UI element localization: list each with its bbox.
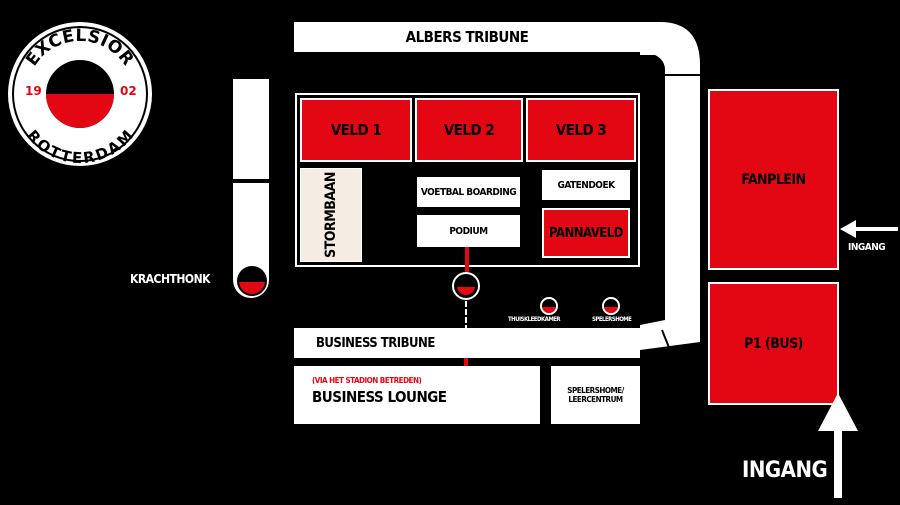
krachthonk-label: KRACHTHONK [130,272,210,286]
podium-label: PODIUM [449,225,488,237]
walkway-curve [640,22,700,351]
p1-bus-label: P1 (BUS) [744,335,803,352]
veld-3[interactable]: VELD 3 [526,98,636,162]
pannaveld-label: PANNAVELD [549,225,623,241]
veld-1[interactable]: VELD 1 [300,98,412,162]
left-walkway [233,79,269,179]
logo-year-right: 02 [120,84,137,98]
entrance-arrow-left-icon [840,220,898,238]
logo-year-left: 19 [25,84,42,98]
route-marker-icon[interactable] [452,272,480,300]
spelershome-icon[interactable] [602,297,620,315]
veld-3-label: VELD 3 [555,121,607,139]
pannaveld[interactable]: PANNAVELD [542,208,630,258]
business-tribune: BUSINESS TRIBUNE [294,328,640,358]
podium[interactable]: PODIUM [417,215,520,247]
spelershome-leercentrum[interactable]: SPELERSHOME/ LEERCENTRUM [551,366,640,424]
albers-tribune-label: ALBERS TRIBUNE [405,28,529,46]
business-tribune-label: BUSINESS TRIBUNE [316,335,435,351]
gatendoek-label: GATENDOEK [557,179,615,191]
spelershome-small-label: SPELERSHOME [592,316,632,323]
p1-bus-parking[interactable]: P1 (BUS) [708,282,839,405]
business-lounge-name: BUSINESS LOUNGE [312,388,447,406]
voetbal-boarding[interactable]: VOETBAL BOARDING [417,177,520,207]
fanplein-label: FANPLEIN [741,171,806,188]
stormbaan[interactable]: STORMBAAN [300,168,362,262]
gatendoek[interactable]: GATENDOEK [542,170,630,200]
entrance-arrow-up-icon [818,393,858,498]
business-lounge[interactable]: (VIA HET STADION BETREDEN) BUSINESS LOUN… [294,366,540,424]
veld-1-label: VELD 1 [330,121,382,139]
route-line-dashed [465,301,467,331]
entrance-label-small: INGANG [848,242,886,253]
excelsior-logo: EXCELSIOR ROTTERDAM 19 02 [5,19,155,169]
entrance-label-large: INGANG [742,458,828,483]
thuiskleedkamer-icon[interactable] [540,297,558,315]
route-line-top [465,247,469,272]
krachthonk-icon[interactable] [237,266,267,296]
veld-2-label: VELD 2 [443,121,495,139]
business-lounge-note: (VIA HET STADION BETREDEN) [312,376,422,385]
veld-2[interactable]: VELD 2 [415,98,523,162]
spelershome-leercentrum-label: SPELERSHOME/ LEERCENTRUM [567,386,624,404]
voetbal-boarding-label: VOETBAL BOARDING [420,186,517,198]
fanplein[interactable]: FANPLEIN [708,89,839,270]
stormbaan-label: STORMBAAN [323,172,339,258]
albers-tribune: ALBERS TRIBUNE [294,22,640,52]
thuiskleedkamer-label: THUISKLEEDKAMER [508,316,561,323]
